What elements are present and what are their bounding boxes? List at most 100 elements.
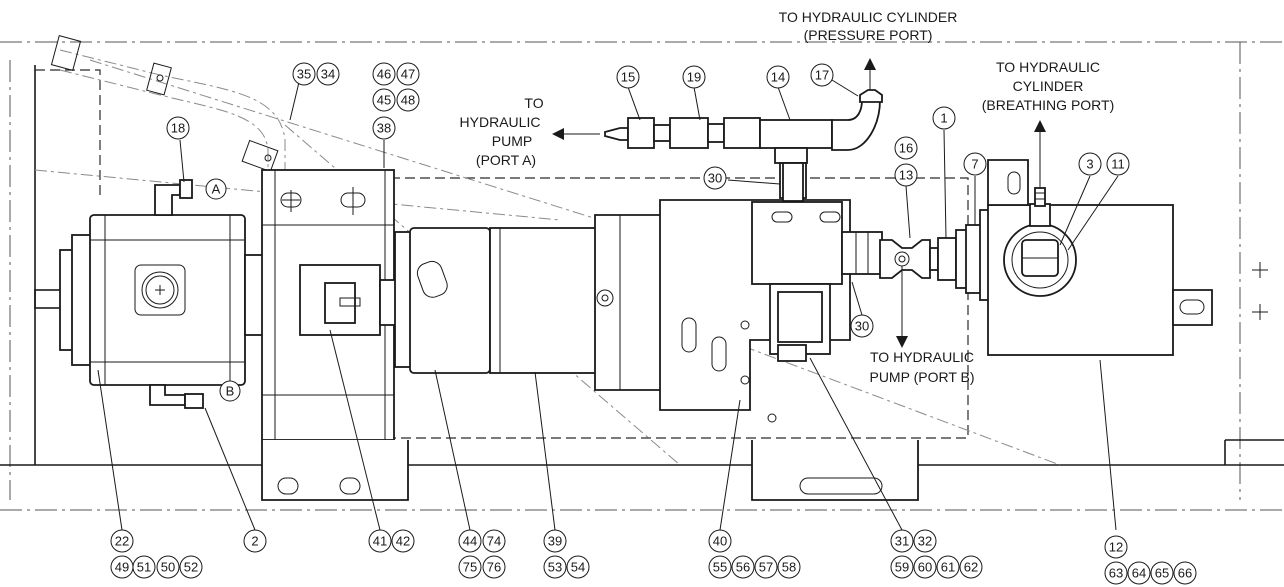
note-cyl-pressure-2: (PRESSURE PORT): [804, 27, 933, 43]
callout-number: 75: [463, 560, 477, 575]
callout-74: 74: [482, 529, 506, 553]
callouts: 15 19 14 17 35 34 46 47 45 48 38 18 30 1…: [110, 62, 1197, 585]
note-pump-a-3: PUMP: [492, 133, 532, 149]
pressure-hose-assembly: [604, 89, 883, 202]
callout-47: 47: [396, 62, 420, 86]
valve-block: [751, 201, 969, 362]
note-cyl-breath-3: (BREATHING PORT): [982, 97, 1115, 113]
callout-number: 76: [487, 560, 501, 575]
callout-35: 35: [292, 62, 316, 86]
callout-number: 49: [115, 560, 129, 575]
note-cyl-breath-1: TO HYDRAULIC: [996, 59, 1100, 75]
callout-number: 60: [918, 560, 932, 575]
callout-2: 2: [243, 529, 267, 553]
callout-number: 51: [137, 560, 151, 575]
callout-52: 52: [179, 555, 203, 579]
callout-number: 41: [373, 534, 387, 549]
callout-number: 13: [899, 168, 913, 183]
callout-number: 38: [377, 121, 391, 136]
callout-number: 46: [377, 67, 391, 82]
callout-number: 56: [736, 560, 750, 575]
callout-number: 55: [713, 560, 727, 575]
callout-number: 35: [297, 67, 311, 82]
callout-number: 52: [184, 560, 198, 575]
callout-49: 49: [110, 555, 134, 579]
callout-number: 1: [940, 111, 947, 126]
callout-number: 66: [1178, 566, 1192, 581]
callout-19: 19: [682, 65, 706, 89]
callout-42: 42: [391, 529, 415, 553]
note-cyl-pressure-1: TO HYDRAULIC CYLINDER: [779, 9, 958, 25]
callout-60: 60: [913, 555, 937, 579]
callout-number: 58: [782, 560, 796, 575]
note-pump-a-4: (PORT A): [476, 152, 536, 168]
callout-54: 54: [566, 555, 590, 579]
callout-64: 64: [1127, 561, 1151, 585]
leader-lines: [97, 77, 1119, 531]
callout-30b: 30: [850, 314, 874, 338]
callout-34: 34: [316, 62, 340, 86]
callout-48: 48: [396, 88, 420, 112]
callout-number: 53: [548, 560, 562, 575]
callout-number: 34: [321, 67, 335, 82]
callout-number: 74: [487, 534, 501, 549]
callout-number: 11: [1111, 157, 1125, 172]
callout-17: 17: [810, 63, 834, 87]
crosshair-mark: [1252, 262, 1268, 320]
callout-number: 19: [687, 70, 701, 85]
callout-number: 17: [815, 68, 829, 83]
callout-63: 63: [1104, 561, 1128, 585]
callout-number: 22: [115, 534, 129, 549]
base-rail: [751, 440, 919, 501]
callout-number: 39: [548, 534, 562, 549]
callout-number: 50: [161, 560, 175, 575]
callout-number: 59: [895, 560, 909, 575]
callout-number: 42: [396, 534, 410, 549]
callout-58: 58: [777, 555, 801, 579]
callout-46: 46: [372, 62, 396, 86]
callout-55: 55: [708, 555, 732, 579]
note-cyl-breath-2: CYLINDER: [1013, 78, 1084, 94]
mounting-bracket: [261, 169, 409, 501]
callout-75: 75: [458, 555, 482, 579]
callout-number: 48: [401, 93, 415, 108]
callout-number: 31: [895, 534, 909, 549]
callout-3: 3: [1078, 152, 1102, 176]
callout-number: 61: [941, 560, 955, 575]
callout-number: 15: [621, 70, 635, 85]
callout-30a: 30: [703, 166, 727, 190]
flow-arrows: [552, 58, 1046, 348]
port-a-label: A: [212, 182, 221, 197]
port-b-label: B: [226, 384, 235, 399]
hydraulic-pump: [34, 179, 264, 409]
callout-number: 62: [964, 560, 978, 575]
note-pump-b-2: PUMP (PORT B): [869, 369, 974, 385]
callout-12: 12: [1104, 535, 1128, 559]
callout-76: 76: [482, 555, 506, 579]
callout-51: 51: [132, 555, 156, 579]
callout-number: 45: [377, 93, 391, 108]
callout-38: 38: [372, 116, 396, 140]
callout-40: 40: [708, 529, 732, 553]
callout-50: 50: [156, 555, 180, 579]
electric-motor: [394, 214, 669, 391]
callout-number: 47: [401, 67, 415, 82]
callout-number: 57: [759, 560, 773, 575]
callout-11: 11: [1106, 152, 1130, 176]
callout-14: 14: [766, 65, 790, 89]
callout-39: 39: [543, 529, 567, 553]
callout-number: 44: [463, 534, 477, 549]
callout-7: 7: [963, 152, 987, 176]
callout-13: 13: [894, 163, 918, 187]
callout-number: 3: [1086, 157, 1093, 172]
callout-57: 57: [754, 555, 778, 579]
callout-1: 1: [932, 106, 956, 130]
callout-41: 41: [368, 529, 392, 553]
callout-number: 40: [713, 534, 727, 549]
notes: TO HYDRAULIC CYLINDER (PRESSURE PORT) TO…: [460, 9, 1115, 385]
callout-16: 16: [894, 136, 918, 160]
callout-15: 15: [616, 65, 640, 89]
callout-number: 32: [918, 534, 932, 549]
callout-number: 12: [1109, 540, 1123, 555]
callout-number: 65: [1155, 566, 1169, 581]
